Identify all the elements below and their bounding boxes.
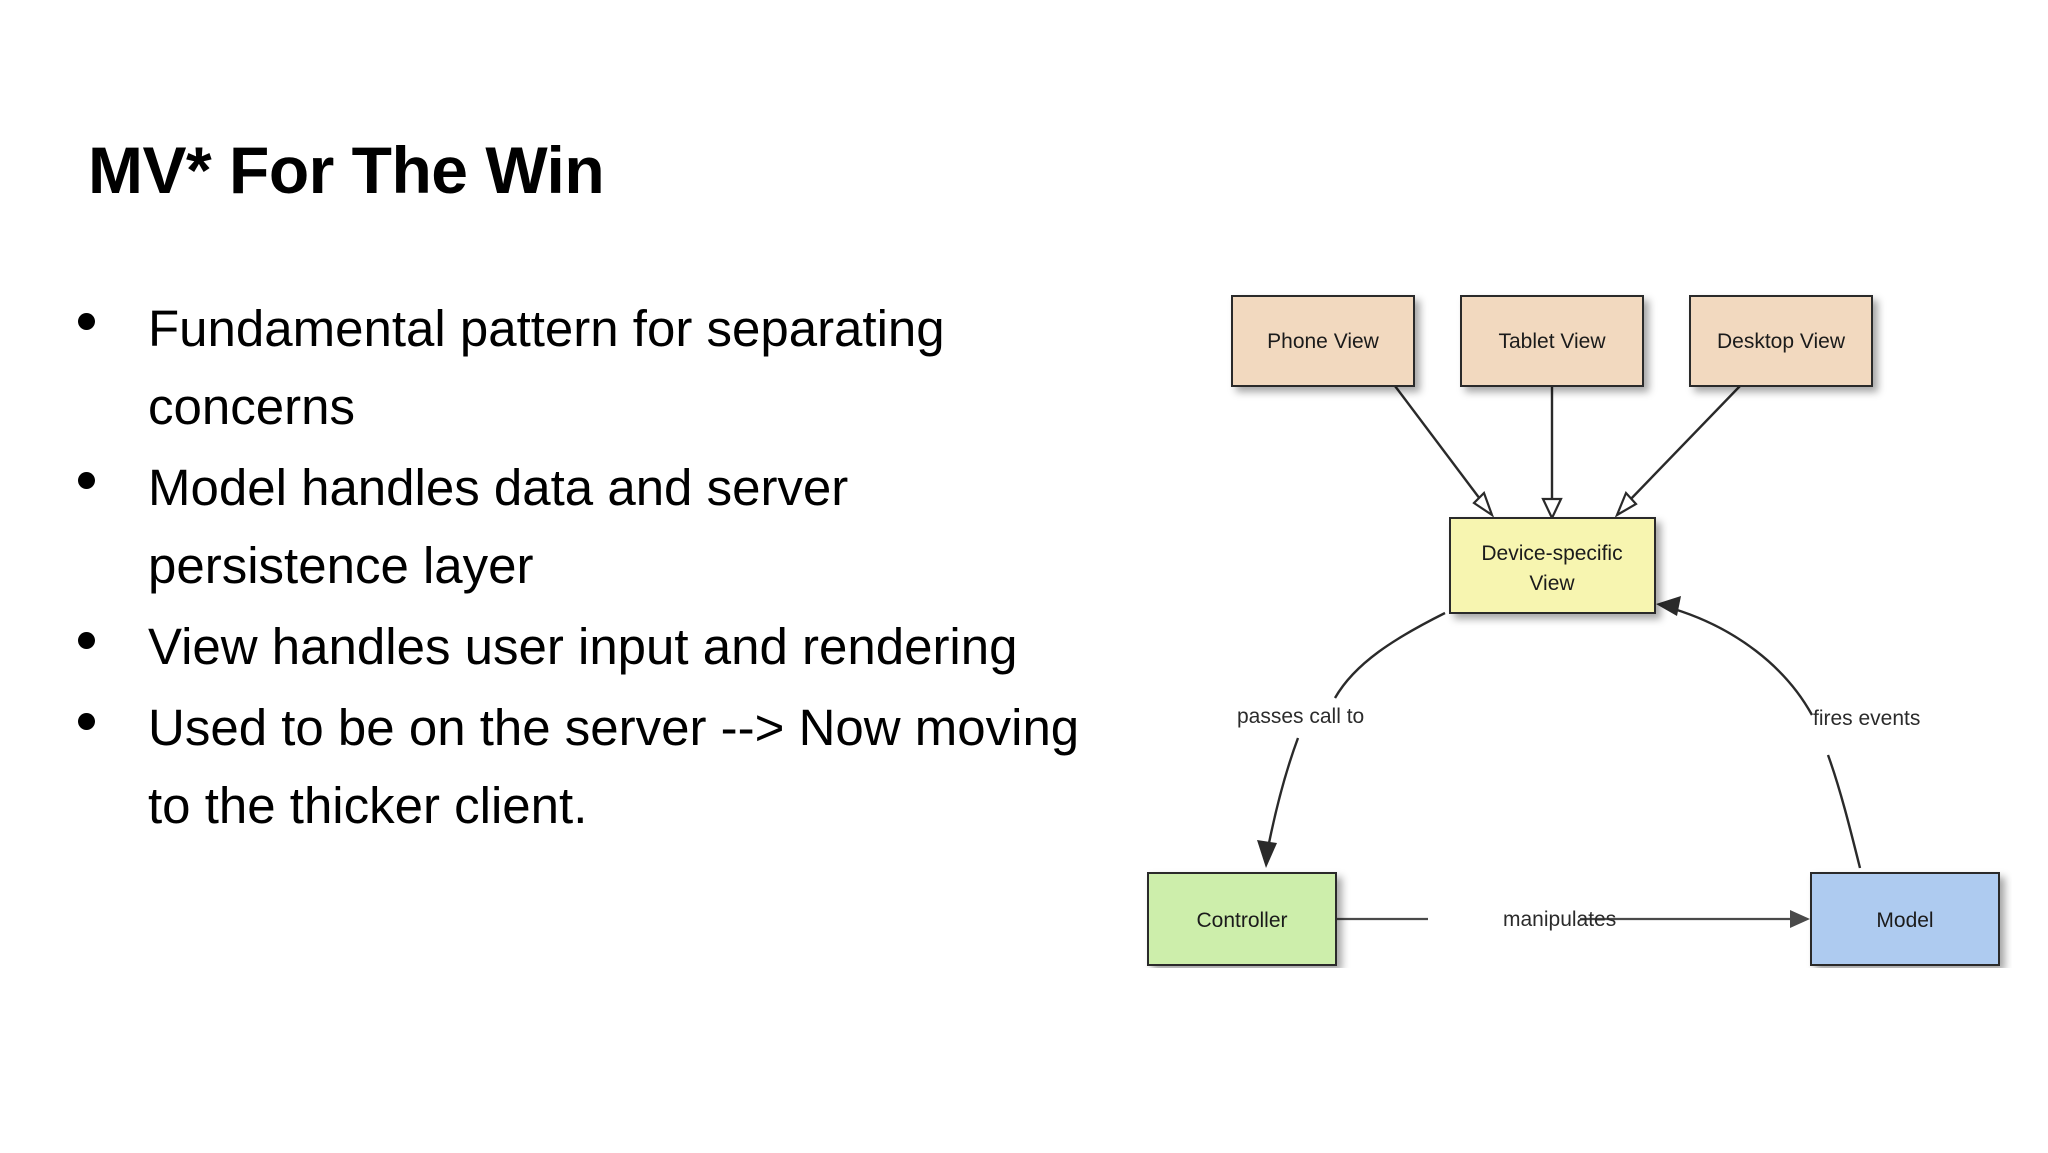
bullet-point-icon [78,631,95,649]
edge-label-fires-events: fires events [1813,707,1920,730]
page-title: MV* For The Win [88,133,605,208]
node-label-tablet-view: Tablet View [1498,330,1606,353]
node-controller: Controller [1147,872,1337,966]
edge-phone-to-device [1394,385,1495,518]
node-phone-view: Phone View [1231,295,1415,387]
edge-controller-to-model [1336,910,1810,928]
edge-label-manipulates: manipulates [1503,908,1616,931]
bullet-text: Model handles data and server persistenc… [148,459,849,595]
list-item: View handles user input and rendering [58,608,1098,686]
edge-label-passes-call-to: passes call to [1237,705,1364,728]
node-model: Model [1810,872,2000,966]
edge-device-to-controller [1257,611,1446,868]
list-item: Model handles data and server persistenc… [58,449,1098,605]
edge-desktop-to-device [1614,385,1741,518]
edge-model-to-device [1656,596,1862,869]
node-label-phone-view: Phone View [1267,330,1380,353]
bullet-text: Fundamental pattern for separating conce… [148,300,945,436]
node-desktop-view: Desktop View [1689,295,1873,387]
bullet-point-icon [78,313,95,331]
node-label-controller: Controller [1196,909,1287,932]
node-label-device-view-line1: Device-specific [1481,542,1622,565]
bullet-list: Fundamental pattern for separating conce… [58,290,1098,848]
bullet-point-icon [78,712,95,730]
bullet-text: Used to be on the server --> Now moving … [148,699,1080,835]
mvc-architecture-diagram: Phone View Tablet View Desktop View Devi… [1140,268,2012,968]
node-label-device-view-line2: View [1529,572,1575,595]
edge-tablet-to-device [1541,386,1563,521]
bullet-text: View handles user input and rendering [148,618,1018,676]
node-tablet-view: Tablet View [1460,295,1644,387]
list-item: Fundamental pattern for separating conce… [58,290,1098,446]
list-item: Used to be on the server --> Now moving … [58,689,1098,845]
node-device-specific-view: Device-specific View [1449,517,1656,614]
node-label-model: Model [1876,909,1933,932]
bullet-point-icon [78,472,95,490]
node-label-desktop-view: Desktop View [1717,330,1846,353]
